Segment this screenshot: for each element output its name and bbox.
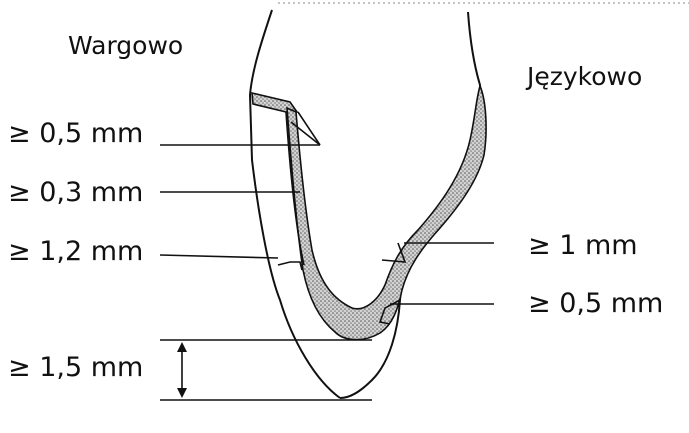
lingual-step-upper	[381, 242, 407, 263]
measure-arrow-up	[177, 342, 187, 352]
label-side-right: Językowo	[525, 62, 642, 91]
label-m3: ≥ 1,2 mm	[8, 236, 143, 267]
preparation-line	[285, 111, 305, 266]
labial-step	[277, 261, 303, 271]
label-m5: ≥ 1 mm	[528, 230, 638, 261]
label-m1: ≥ 0,5 mm	[8, 118, 143, 149]
coping-layer	[286, 83, 487, 341]
measure-arrow-down	[177, 388, 187, 398]
leader-m1-tip-a	[297, 111, 321, 146]
label-m2: ≥ 0,3 mm	[8, 177, 143, 208]
leader-m1-tip-b	[290, 121, 321, 146]
label-side-left: Wargowo	[68, 31, 183, 60]
label-m4: ≥ 1,5 mm	[8, 352, 143, 383]
label-m6: ≥ 0,5 mm	[528, 288, 663, 319]
leader-m3	[159, 254, 279, 259]
tooth-outline-labial	[248, 9, 341, 399]
